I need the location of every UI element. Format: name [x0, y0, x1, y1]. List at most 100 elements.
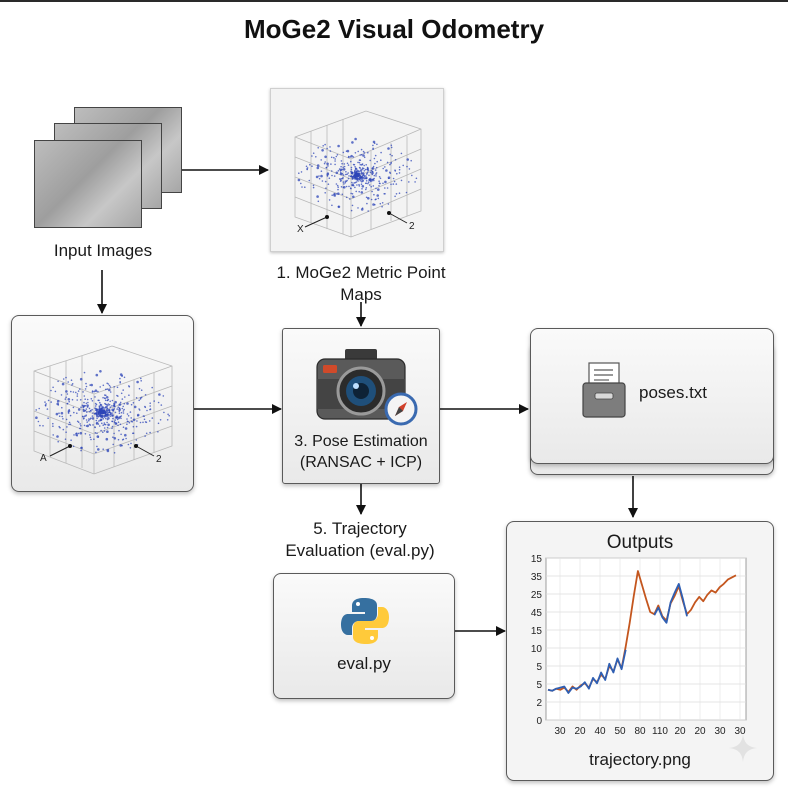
point	[331, 204, 333, 207]
point	[305, 165, 308, 168]
point	[88, 418, 90, 420]
point	[94, 405, 97, 407]
point-map-axis-2: 2	[409, 221, 415, 232]
point	[90, 438, 92, 441]
point	[97, 448, 100, 451]
point	[382, 182, 384, 185]
point	[345, 196, 348, 199]
point	[140, 389, 143, 391]
point	[104, 399, 107, 402]
point	[376, 194, 379, 197]
point	[84, 409, 87, 412]
point	[368, 184, 371, 186]
outputs-caption: trajectory.png	[589, 750, 691, 769]
point	[85, 402, 88, 405]
point	[371, 173, 374, 176]
point	[61, 406, 63, 409]
diagram-title: MoGe2 Visual Odometry	[243, 14, 545, 44]
point	[334, 163, 336, 166]
point	[114, 421, 116, 424]
point	[326, 147, 328, 150]
point	[107, 403, 110, 405]
point	[333, 175, 336, 177]
point	[84, 398, 86, 400]
point	[126, 420, 129, 423]
point	[75, 391, 77, 394]
point	[357, 150, 359, 153]
point-map-points	[297, 137, 418, 212]
point	[65, 431, 67, 433]
point	[102, 431, 104, 433]
point	[66, 426, 68, 428]
point	[344, 180, 347, 182]
point	[325, 187, 327, 189]
point	[94, 432, 97, 434]
point	[117, 438, 120, 441]
point	[341, 162, 343, 165]
chart-series	[547, 570, 737, 694]
chart-y-tick-label: 15	[531, 626, 543, 637]
point	[45, 403, 47, 405]
point	[80, 425, 82, 427]
point	[344, 181, 347, 184]
point	[151, 417, 154, 419]
point	[118, 429, 120, 432]
poses-file-label: poses.txt	[639, 383, 708, 402]
point	[300, 182, 302, 185]
point	[70, 439, 72, 441]
chart-x-tick-label: 40	[594, 726, 606, 737]
point	[84, 433, 87, 435]
point	[119, 423, 122, 426]
point	[324, 161, 326, 163]
point	[158, 393, 161, 396]
point	[67, 409, 71, 413]
point	[149, 431, 151, 434]
point	[60, 394, 63, 396]
point	[68, 421, 71, 424]
point	[370, 169, 373, 172]
point	[135, 439, 138, 441]
point	[381, 202, 384, 204]
point	[81, 415, 84, 418]
point	[341, 168, 343, 171]
point	[76, 399, 78, 401]
point	[318, 177, 321, 180]
point	[372, 147, 374, 150]
point	[347, 177, 350, 180]
point	[394, 170, 397, 172]
point	[301, 186, 303, 188]
point	[337, 205, 340, 208]
point	[139, 398, 142, 400]
point	[127, 415, 130, 417]
point	[52, 386, 54, 389]
point	[105, 394, 107, 397]
point	[105, 410, 108, 413]
point	[120, 433, 122, 436]
point	[76, 393, 79, 395]
point	[329, 146, 331, 148]
point	[85, 382, 87, 385]
point	[64, 398, 67, 400]
point	[378, 182, 381, 184]
point	[91, 417, 95, 420]
point	[126, 413, 129, 415]
point	[112, 443, 114, 446]
point	[333, 156, 335, 159]
point	[79, 388, 81, 390]
point	[67, 381, 69, 383]
point	[386, 187, 389, 189]
point	[367, 171, 369, 173]
point	[97, 423, 100, 425]
point	[110, 413, 112, 415]
point	[350, 187, 352, 190]
point	[126, 402, 129, 405]
chart-y-tick-label: 10	[531, 644, 543, 655]
point	[162, 395, 165, 397]
point	[88, 423, 91, 426]
point	[359, 154, 361, 156]
point	[71, 398, 74, 401]
point	[96, 415, 98, 418]
point	[85, 414, 87, 416]
point	[378, 185, 380, 187]
point	[99, 401, 101, 404]
